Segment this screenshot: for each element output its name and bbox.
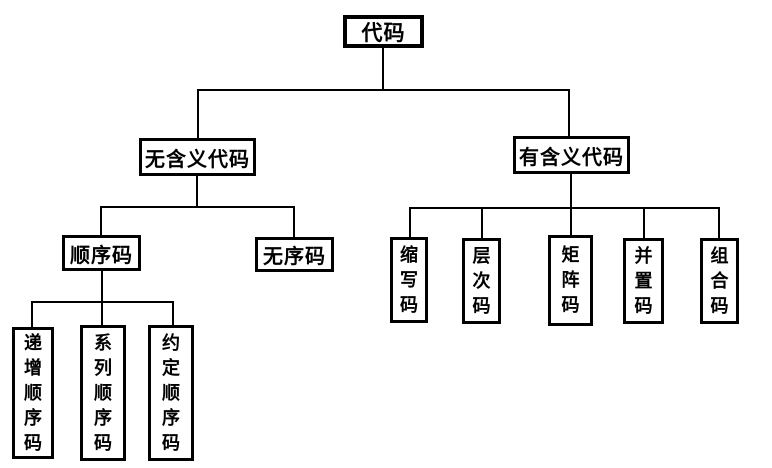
connector-root-drop (382, 47, 384, 91)
connector-drop-combination (718, 207, 720, 239)
node-combination-code-label: 组合码 (710, 245, 729, 316)
connector-drop-abbreviation (409, 207, 411, 238)
node-sequence-code-label: 顺序码 (70, 244, 133, 267)
node-incremental-sequence-code: 递增顺序码 (12, 327, 54, 459)
connector-drop-series (101, 301, 103, 326)
node-meaningless-code: 无含义代码 (139, 138, 256, 176)
connector-drop-meaningless (197, 89, 199, 139)
node-incremental-sequence-code-label: 递增顺序码 (24, 332, 42, 453)
connector-meaningful-drop (570, 173, 572, 209)
node-sequence-code: 顺序码 (62, 235, 141, 271)
connector-sequence-drop (101, 270, 103, 303)
node-meaningless-code-label: 无含义代码 (145, 148, 250, 171)
node-juxtaposition-code: 并置码 (623, 238, 664, 324)
node-unordered-code-label: 无序码 (263, 246, 326, 268)
node-meaningful-code-label: 有含义代码 (519, 146, 624, 169)
connector-level1-horizontal (197, 89, 570, 91)
node-root: 代码 (343, 15, 424, 48)
connector-drop-matrix (570, 207, 572, 236)
connector-drop-hierarchy (481, 207, 483, 239)
connector-drop-meaningful (568, 89, 570, 137)
connector-drop-unordered (293, 206, 295, 238)
connector-level2-right-horizontal (409, 207, 720, 209)
node-convention-sequence-code-label: 约定顺序码 (162, 332, 180, 453)
node-series-sequence-code: 系列顺序码 (80, 325, 126, 461)
node-meaningful-code: 有含义代码 (513, 136, 630, 174)
node-abbreviation-code: 缩写码 (390, 237, 428, 323)
node-matrix-code-label: 矩阵码 (561, 245, 580, 315)
node-hierarchy-code: 层次码 (462, 238, 501, 324)
node-unordered-code: 无序码 (255, 237, 334, 272)
connector-meaningless-drop (196, 175, 198, 208)
node-combination-code: 组合码 (700, 238, 739, 324)
connector-drop-convention (172, 301, 174, 326)
connector-drop-juxtaposition (643, 207, 645, 239)
node-hierarchy-code-label: 层次码 (472, 245, 491, 316)
connector-drop-incremental (31, 301, 33, 328)
node-convention-sequence-code: 约定顺序码 (148, 325, 194, 461)
connector-level2-left-horizontal (100, 206, 295, 208)
node-juxtaposition-code-label: 并置码 (634, 245, 653, 316)
connector-drop-sequence (100, 206, 102, 236)
node-series-sequence-code-label: 系列顺序码 (94, 332, 112, 453)
node-abbreviation-code-label: 缩写码 (400, 244, 418, 315)
node-root-label: 代码 (361, 21, 406, 45)
node-matrix-code: 矩阵码 (548, 235, 593, 326)
